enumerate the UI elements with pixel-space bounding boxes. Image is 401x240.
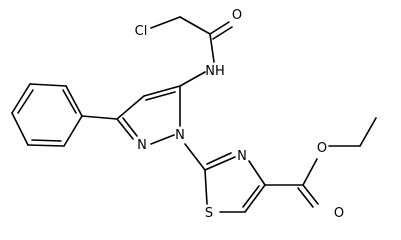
phenyl-bond-1 (65, 85, 83, 117)
bond-c5-c4 (143, 85, 181, 97)
chlorine-label: Cl (135, 24, 148, 39)
amide-nh-label: NH (205, 64, 225, 79)
bond-c2-n3-b (206, 152, 232, 165)
bond-c2-n3-a (204, 156, 236, 171)
bond-n2-n1 (150, 134, 175, 145)
bond-carbonyl-o-b (212, 26, 233, 40)
bond-c3-n2-a (116, 118, 134, 140)
phenyl-bond-5 (27, 144, 65, 147)
phenyl-bond-3 (11, 83, 31, 114)
amide-oxygen-label: O (232, 8, 242, 23)
bond-s1-c2 (204, 169, 208, 205)
phenyl-bond-2 (29, 83, 67, 87)
thiazole-sulfur-label: S (205, 206, 213, 221)
chloroacetyl-group (150, 16, 233, 63)
phenyl-ring (11, 83, 118, 147)
bond-carbonyl-o-a (209, 21, 230, 35)
bond-c3-n2-b (122, 117, 138, 137)
ethyl-ester-group (264, 117, 377, 208)
ester-ether-oxygen-label: O (317, 141, 327, 156)
pyrazole-ring (116, 85, 181, 145)
bond-cl-ch2 (150, 16, 181, 29)
pyrazole-n2-label: N (137, 138, 147, 153)
bond-c5-c4-inner (145, 91, 176, 101)
ester-carbonyl-oxygen-label: O (334, 206, 344, 221)
bond-n1-thiazole (184, 143, 206, 171)
thiazole-nitrogen-label: N (237, 149, 247, 164)
phenyl-bond-6 (63, 115, 83, 147)
bond-ester-c-o-a (302, 184, 319, 205)
phenyl-bond-3-inner (17, 89, 34, 114)
bond-ch2-ch3 (359, 117, 377, 147)
bond-n3-c4 (248, 160, 266, 186)
phenyl-bond-4 (11, 112, 29, 146)
bond-c4-c3 (116, 95, 145, 120)
bond-c3-phenyl (81, 115, 118, 120)
bond-nh-c5 (179, 71, 206, 87)
phenyl-bond-1-inner (62, 89, 77, 114)
bond-ester-c-o-ether (302, 158, 318, 186)
thiazole-ring (204, 152, 266, 213)
bond-carbonyl-nh (209, 33, 215, 63)
bond-ch2-carbonyl (179, 16, 211, 35)
phenyl-bond-5-inner (31, 139, 62, 142)
bond-c4-c5 (244, 184, 266, 213)
bond-ester-c-o-b (297, 187, 314, 208)
molecule-structure: Cl O NH N N N S O O (11, 8, 377, 221)
pyrazole-n1-label: N (175, 128, 185, 143)
bond-c4-c5-inner (242, 185, 260, 208)
